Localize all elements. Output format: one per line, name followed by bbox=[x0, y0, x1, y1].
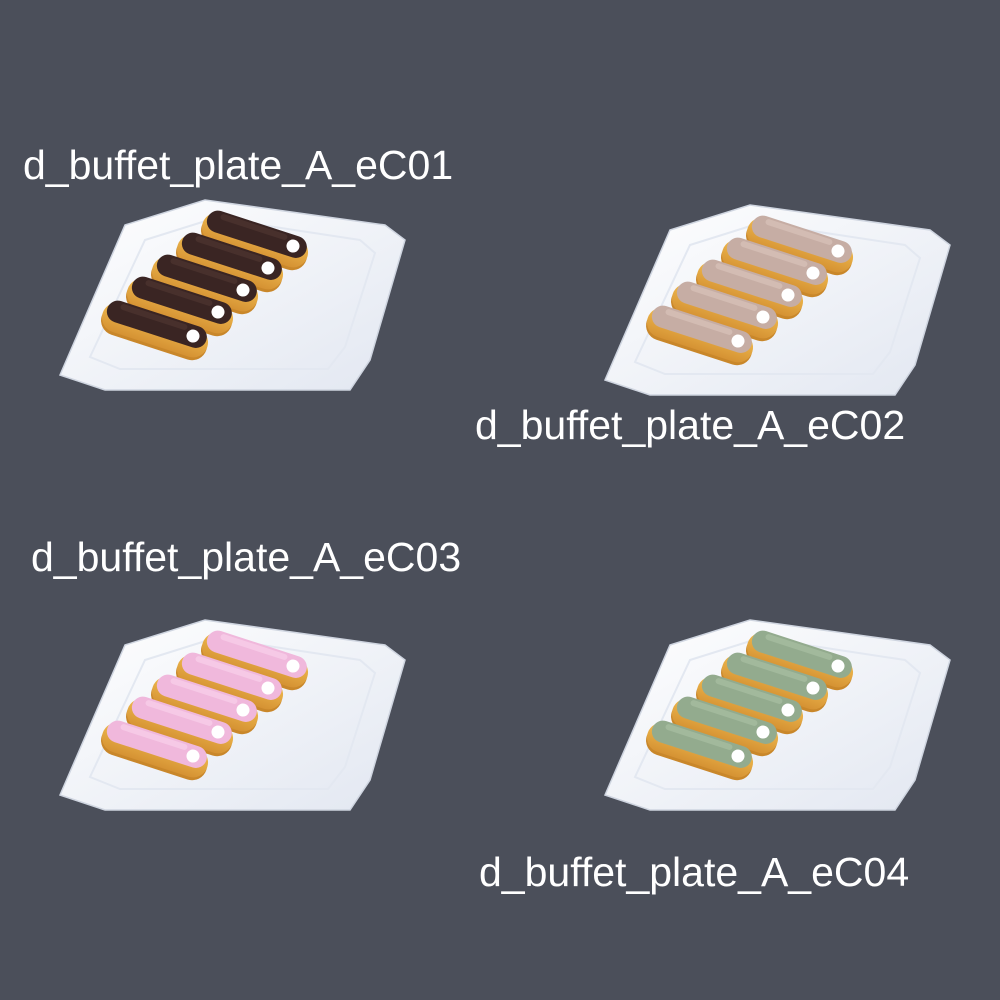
cream-dot bbox=[806, 681, 820, 695]
cream-dot bbox=[186, 749, 200, 763]
cream-dot bbox=[806, 266, 820, 280]
cream-dot bbox=[186, 329, 200, 343]
eclair bbox=[746, 215, 854, 276]
cream-dot bbox=[731, 749, 745, 763]
cream-dot bbox=[831, 659, 845, 673]
eclair bbox=[176, 652, 284, 713]
plate-eC03[interactable] bbox=[59, 619, 406, 811]
plate-eC02[interactable] bbox=[604, 204, 951, 396]
cream-dot bbox=[236, 283, 250, 297]
eclair bbox=[101, 300, 209, 361]
plate-eC04[interactable] bbox=[604, 619, 951, 811]
cream-dot bbox=[286, 659, 300, 673]
asset-label-eC01: d_buffet_plate_A_eC01 bbox=[23, 142, 454, 188]
eclair bbox=[696, 674, 804, 735]
eclair bbox=[126, 276, 234, 337]
eclair bbox=[746, 630, 854, 691]
eclair-group-1 bbox=[101, 210, 309, 361]
eclair-group-4 bbox=[646, 630, 854, 781]
cream-dot bbox=[756, 725, 770, 739]
eclair bbox=[201, 630, 309, 691]
eclair bbox=[646, 305, 754, 366]
cream-dot bbox=[286, 239, 300, 253]
cream-dot bbox=[261, 681, 275, 695]
asset-label-eC03: d_buffet_plate_A_eC03 bbox=[31, 534, 462, 580]
eclair-group-2 bbox=[646, 215, 854, 366]
eclair bbox=[671, 281, 779, 342]
eclair bbox=[101, 720, 209, 781]
cream-dot bbox=[261, 261, 275, 275]
cream-dot bbox=[211, 305, 225, 319]
eclair-group-3 bbox=[101, 630, 309, 781]
asset-label-eC04: d_buffet_plate_A_eC04 bbox=[479, 849, 910, 895]
plate-eC01[interactable] bbox=[59, 199, 406, 391]
eclair bbox=[646, 720, 754, 781]
cream-dot bbox=[756, 310, 770, 324]
eclair bbox=[201, 210, 309, 271]
eclair bbox=[721, 652, 829, 713]
eclair bbox=[176, 232, 284, 293]
eclair bbox=[721, 237, 829, 298]
cream-dot bbox=[831, 244, 845, 258]
eclair bbox=[671, 696, 779, 757]
cream-dot bbox=[211, 725, 225, 739]
cream-dot bbox=[781, 703, 795, 717]
asset-label-eC02: d_buffet_plate_A_eC02 bbox=[475, 402, 906, 448]
eclair bbox=[151, 254, 259, 315]
cream-dot bbox=[731, 334, 745, 348]
eclair bbox=[126, 696, 234, 757]
cream-dot bbox=[236, 703, 250, 717]
eclair bbox=[151, 674, 259, 735]
eclair bbox=[696, 259, 804, 320]
cream-dot bbox=[781, 288, 795, 302]
